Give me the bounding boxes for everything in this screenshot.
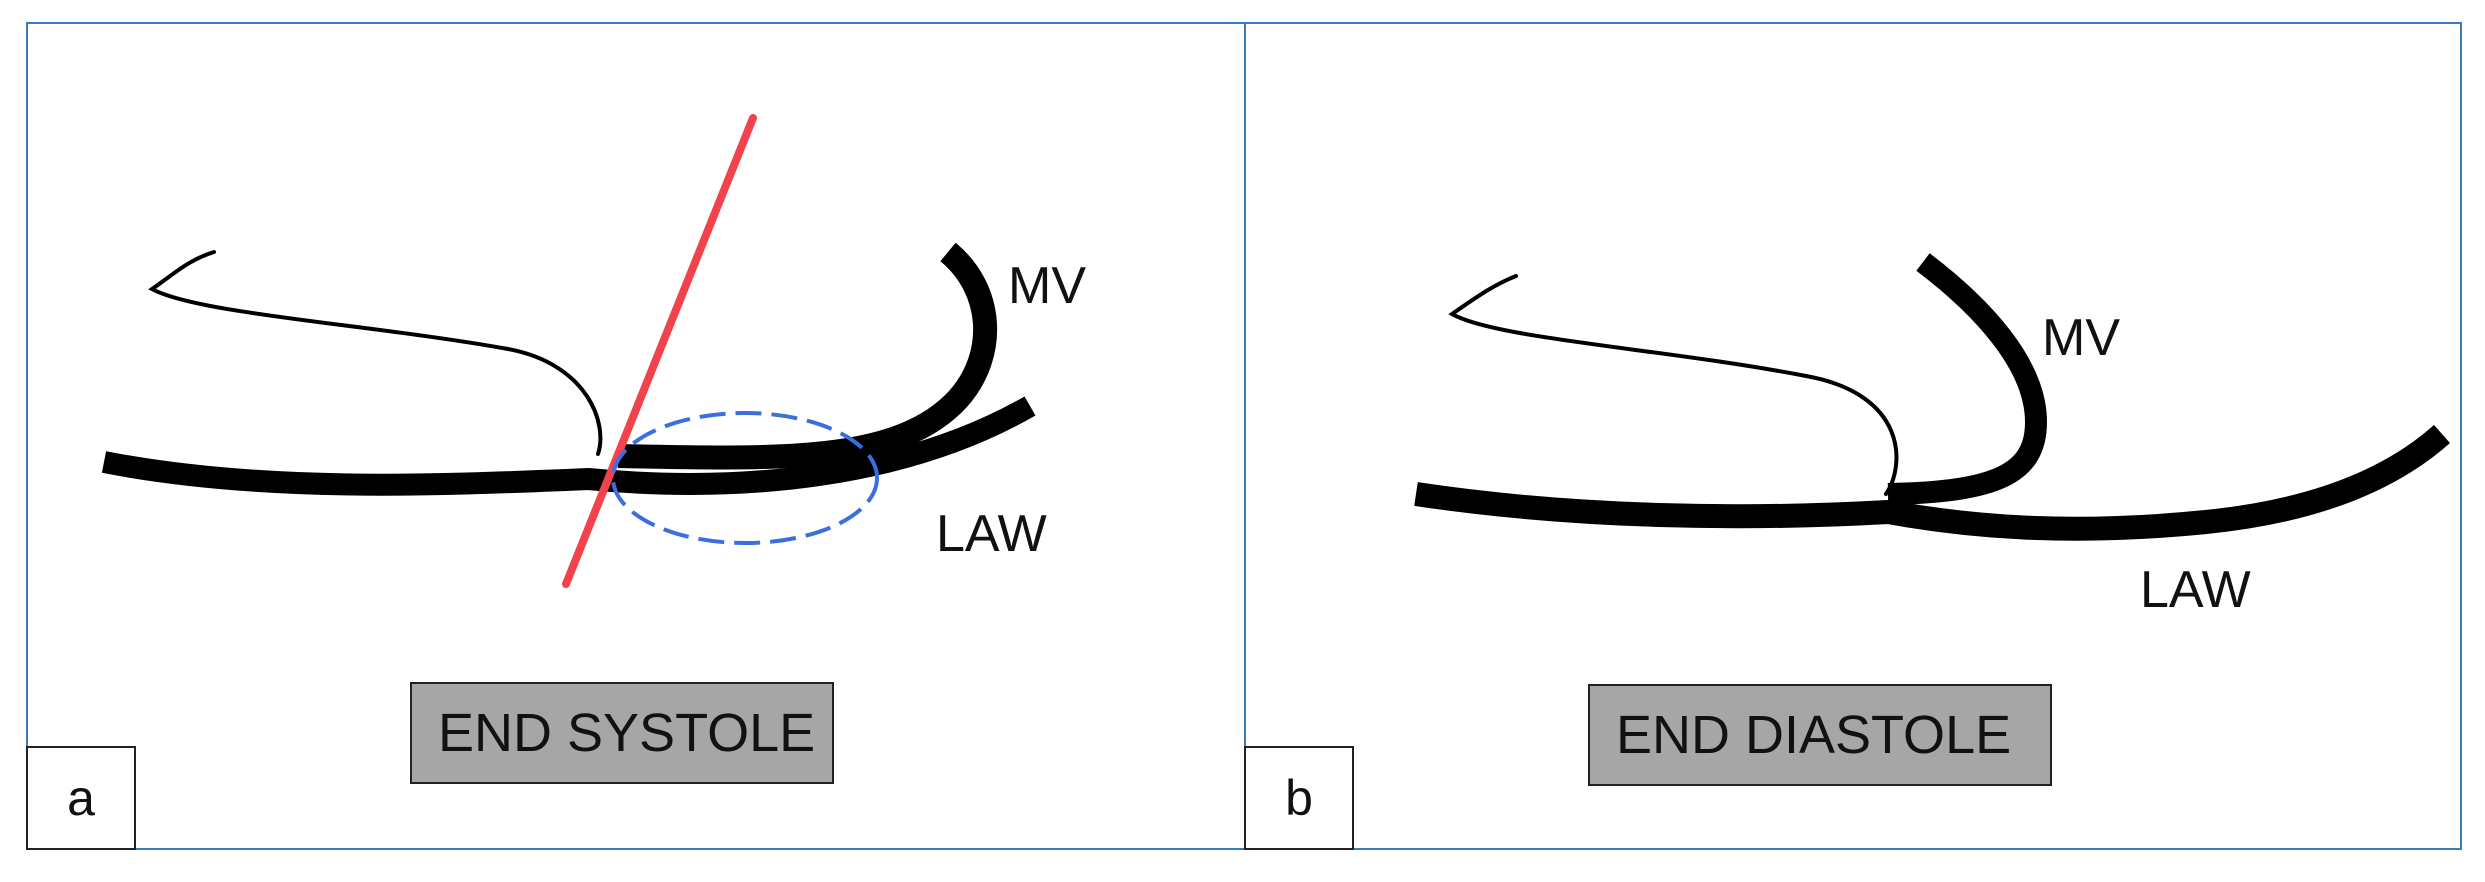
panel-a: MV LAW END SYSTOLE a bbox=[26, 22, 1246, 850]
mv-label: MV bbox=[2042, 309, 2120, 367]
mv-label: MV bbox=[1008, 257, 1086, 315]
law-wall bbox=[1414, 424, 2450, 541]
thin-leaflet-outline bbox=[1448, 274, 1899, 496]
law-wall bbox=[101, 396, 1036, 496]
panel-b-letter-box: b bbox=[1244, 746, 1354, 850]
panel-a-letter-box: a bbox=[26, 746, 136, 850]
end-systole-label: END SYSTOLE bbox=[438, 703, 816, 763]
law-label: LAW bbox=[2140, 561, 2251, 619]
thin-leaflet-outline bbox=[148, 250, 603, 456]
end-diastole-label: END DIASTOLE bbox=[1616, 705, 2012, 765]
red-line bbox=[562, 114, 757, 588]
panel-a-drawing bbox=[101, 114, 1036, 588]
mv-leaflet bbox=[617, 242, 998, 470]
panel-b-letter: b bbox=[1285, 770, 1313, 826]
panel-b-drawing bbox=[1414, 253, 2450, 541]
law-label: LAW bbox=[936, 505, 1047, 563]
end-diastole-box: END DIASTOLE bbox=[1588, 684, 2052, 786]
blue-dashed-ellipse bbox=[611, 411, 879, 545]
mv-leaflet bbox=[1887, 253, 2048, 505]
panel-b: MV LAW END DIASTOLE b bbox=[1244, 22, 2462, 850]
panel-a-letter: a bbox=[67, 770, 95, 826]
end-systole-box: END SYSTOLE bbox=[410, 682, 834, 784]
